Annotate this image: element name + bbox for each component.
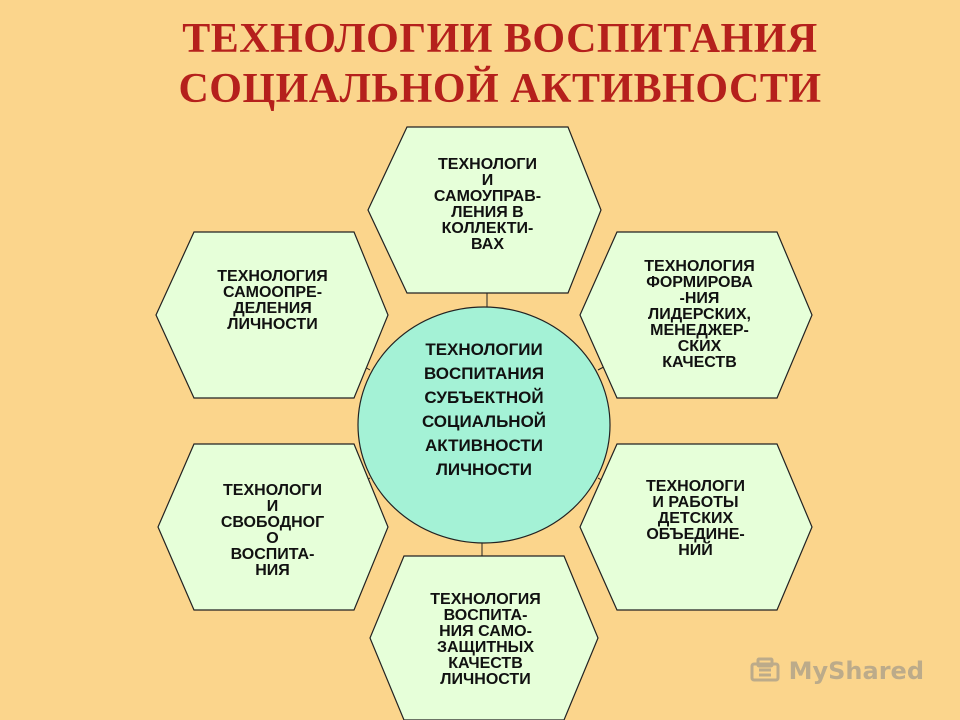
center-circle [357,306,611,544]
hexagon-label-leadership: ТЕХНОЛОГИЯ ФОРМИРОВА -НИЯ ЛИДЕРСКИХ, МЕН… [592,232,807,398]
center-label-line: ТЕХНОЛОГИИ [425,340,543,359]
label-line: САМООПРЕ- [222,284,323,301]
label-line: ТЕХНОЛОГИЯ [217,268,328,285]
label-line: САМОУПРАВ- [433,188,542,205]
label-line: КОЛЛЕКТИ- [441,220,534,237]
hexagon-label-self-defense: ТЕХНОЛОГИЯ ВОСПИТА- НИЯ САМО- ЗАЩИТНЫХ К… [378,576,593,704]
label-line: ВАХ [471,236,504,253]
label-line: НИЯ САМО- [439,623,532,640]
label-line: ЛЕНИЯ В [451,204,524,221]
hexagon-self-defense [369,555,599,720]
label-line: НИЯ [255,562,290,579]
label-line: ВОСПИТА- [230,546,315,563]
hexagon-leadership [579,231,813,399]
label-line: СВОБОДНОГ [220,514,325,531]
slide-title-line-2: СОЦИАЛЬНОЙ АКТИВНОСТИ [178,66,822,112]
center-label: ТЕХНОЛОГИИ ВОСПИТАНИЯ СУБЪЕКТНОЙ СОЦИАЛЬ… [374,330,594,490]
label-line: КАЧЕСТВ [662,354,737,371]
hexagon-label-free-upbringing: ТЕХНОЛОГИ И СВОБОДНОГ О ВОСПИТА- НИЯ [165,444,380,610]
hexagon-free-upbringing [157,443,389,611]
label-line: ЛИЧНОСТИ [440,671,531,688]
center-label-line: АКТИВНОСТИ [425,436,543,455]
label-line: ЗАЩИТНЫХ [436,639,535,656]
label-line: ЛИДЕРСКИХ, [647,306,751,323]
hexagon-label-children-associations: ТЕХНОЛОГИ И РАБОТЫ ДЕТСКИХ ОБЪЕДИНЕ- НИЙ [588,444,803,610]
label-line: ДЕЛЕНИЯ [233,300,312,317]
label-line: ВОСПИТА- [443,607,528,624]
label-line: ТЕХНОЛОГИЯ [644,258,755,275]
label-line: КАЧЕСТВ [448,655,523,672]
hexagon-label-self-determination: ТЕХНОЛОГИЯ САМООПРЕ- ДЕЛЕНИЯ ЛИЧНОСТИ [165,232,380,398]
label-line: И РАБОТЫ [652,494,739,511]
slide-title-line-1: ТЕХНОЛОГИИ ВОСПИТАНИЯ [182,16,818,62]
watermark-logo-icon [750,657,780,682]
hexagon-self-government [367,126,602,294]
label-line: О [266,530,279,547]
label-line: -НИЯ [679,290,720,307]
center-label-line: ЛИЧНОСТИ [435,460,533,479]
label-line: ДЕТСКИХ [657,510,734,527]
label-line: ТЕХНОЛОГИ [223,482,322,499]
watermark-text: MyShared [788,657,924,685]
label-line: И [266,498,279,515]
label-line: ТЕХНОЛОГИЯ [430,591,541,608]
label-line: ФОРМИРОВА [646,274,753,291]
watermark: MyShared [749,656,924,686]
label-line: И [481,172,494,189]
label-line: НИЙ [678,542,713,559]
slide-title: ТЕХНОЛОГИИ ВОСПИТАНИЯ СОЦИАЛЬНОЙ АКТИВНО… [0,14,960,114]
hexagon-self-determination [155,231,389,399]
center-label-line: ВОСПИТАНИЯ [423,364,545,383]
label-line: ТЕХНОЛОГИ [646,478,745,495]
hexagon-children-associations [579,443,813,611]
center-label-line: СУБЪЕКТНОЙ [424,388,544,407]
hexagon-label-self-government: ТЕХНОЛОГИ И САМОУПРАВ- ЛЕНИЯ В КОЛЛЕКТИ-… [380,127,595,293]
label-line: МЕНЕДЖЕР- [650,322,749,339]
label-line: ОБЪЕДИНЕ- [646,526,745,543]
label-line: ТЕХНОЛОГИ [438,156,537,173]
center-label-line: СОЦИАЛЬНОЙ [421,412,547,431]
label-line: СКИХ [677,338,722,355]
label-line: ЛИЧНОСТИ [227,316,318,333]
